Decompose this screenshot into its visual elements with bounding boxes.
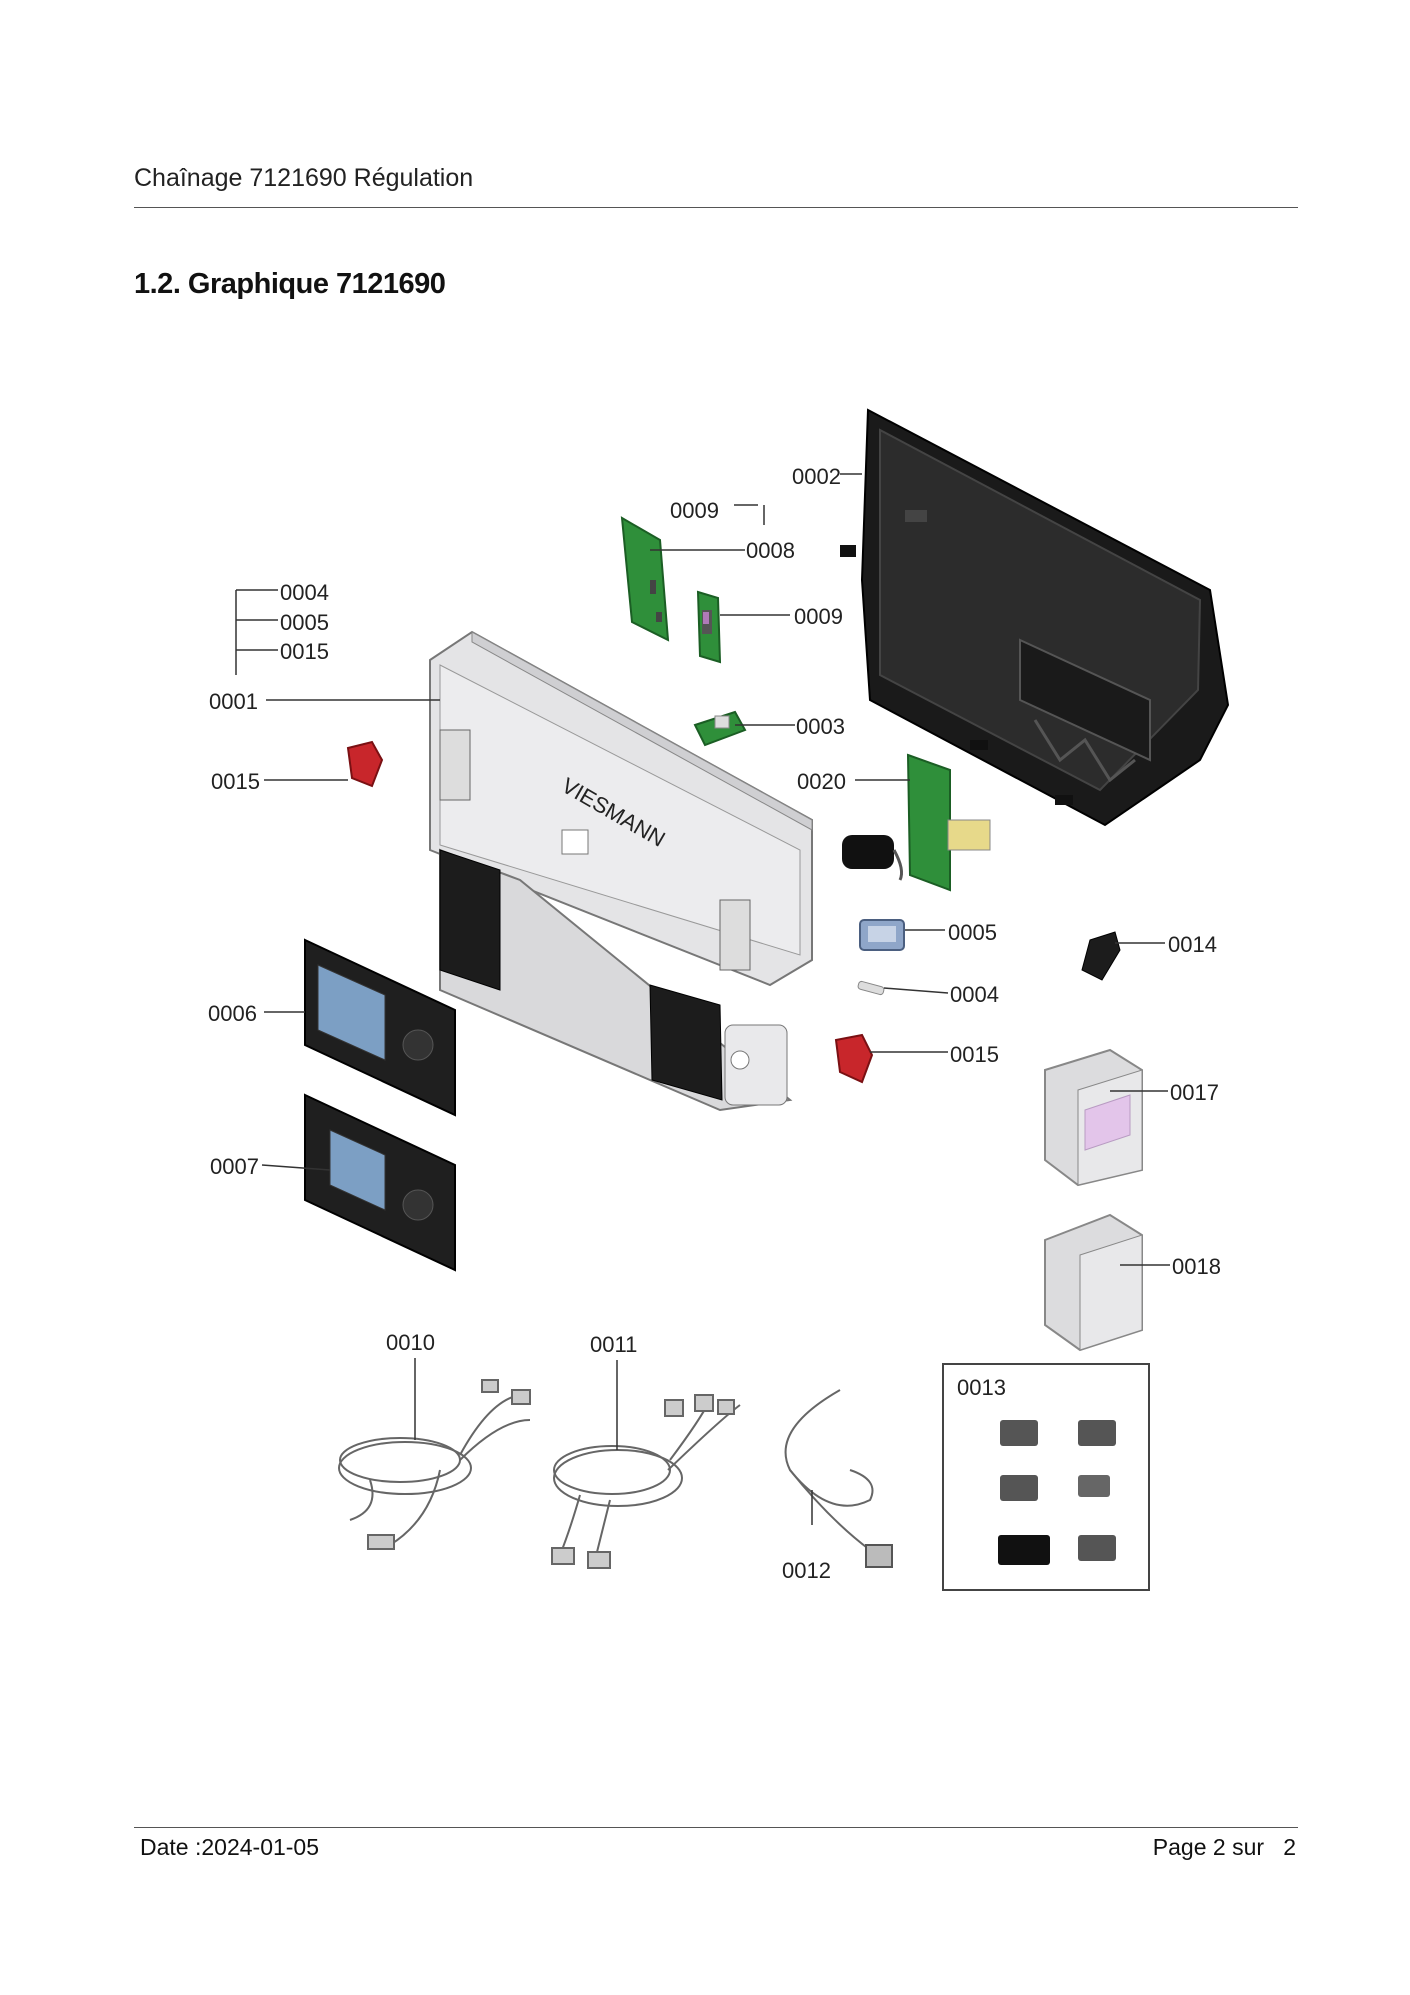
part-0015-red-plug-right — [834, 1033, 874, 1084]
label-0007: 0007 — [210, 1154, 259, 1179]
part-0011-cable-harness — [551, 1394, 741, 1569]
section-title: 1.2. Graphique 7121690 — [134, 268, 446, 300]
part-0014-black-clip — [1081, 931, 1121, 981]
part-0017-module-box — [1044, 1048, 1143, 1187]
footer-page-number: Page 2 sur 2 — [1152, 1834, 1296, 1860]
part-0006-display-panel — [304, 938, 456, 1117]
label-0020: 0020 — [797, 769, 846, 794]
label-0002: 0002 — [792, 464, 841, 489]
part-0015-red-plug-left — [346, 740, 384, 788]
callout-labels: 0002 0009 0008 0009 0003 0020 0005 0004 … — [208, 464, 1221, 1583]
footer-rule — [134, 1827, 1298, 1828]
label-0004-right: 0004 — [950, 982, 999, 1007]
part-0008-circuit-board — [620, 516, 670, 642]
label-0013: 0013 — [957, 1375, 1006, 1400]
label-0015-left: 0015 — [280, 639, 329, 664]
label-0012: 0012 — [782, 1558, 831, 1583]
footer-date: Date :2024-01-05 — [140, 1834, 320, 1860]
label-0005-left: 0005 — [280, 610, 329, 635]
label-0018: 0018 — [1172, 1254, 1221, 1279]
label-0003: 0003 — [796, 714, 845, 739]
label-0004-left: 0004 — [280, 580, 329, 605]
document-header-title: Chaînage 7121690 Régulation — [134, 164, 474, 192]
header-rule — [134, 207, 1298, 208]
part-0020-board-with-cable — [842, 753, 991, 892]
part-0004-fuse — [857, 980, 885, 996]
label-0008: 0008 — [746, 538, 795, 563]
label-0009: 0009 — [794, 604, 843, 629]
part-0013-connector-set — [942, 1363, 1150, 1591]
label-0017: 0017 — [1170, 1080, 1219, 1105]
label-0009-top: 0009 — [670, 498, 719, 523]
part-0005-relay — [859, 919, 905, 951]
label-0011: 0011 — [590, 1332, 637, 1357]
part-0002-back-housing — [840, 408, 1230, 827]
label-0010: 0010 — [386, 1330, 435, 1355]
label-0001: 0001 — [209, 689, 258, 714]
part-0001-main-housing: VIESMANN — [429, 630, 813, 1112]
part-0007-display-panel — [304, 1093, 456, 1272]
leader-lines — [235, 473, 1170, 1525]
part-0003-connector — [693, 710, 747, 747]
label-0005-right: 0005 — [948, 920, 997, 945]
part-0009-module — [696, 590, 722, 664]
label-0014: 0014 — [1168, 932, 1217, 957]
label-0015-right: 0015 — [950, 1042, 999, 1067]
label-0006: 0006 — [208, 1001, 257, 1026]
part-0018-module-box — [1044, 1213, 1143, 1352]
part-0010-cable-harness — [338, 1379, 531, 1550]
label-0015-mid: 0015 — [211, 769, 260, 794]
part-0012-cable — [784, 1389, 893, 1568]
